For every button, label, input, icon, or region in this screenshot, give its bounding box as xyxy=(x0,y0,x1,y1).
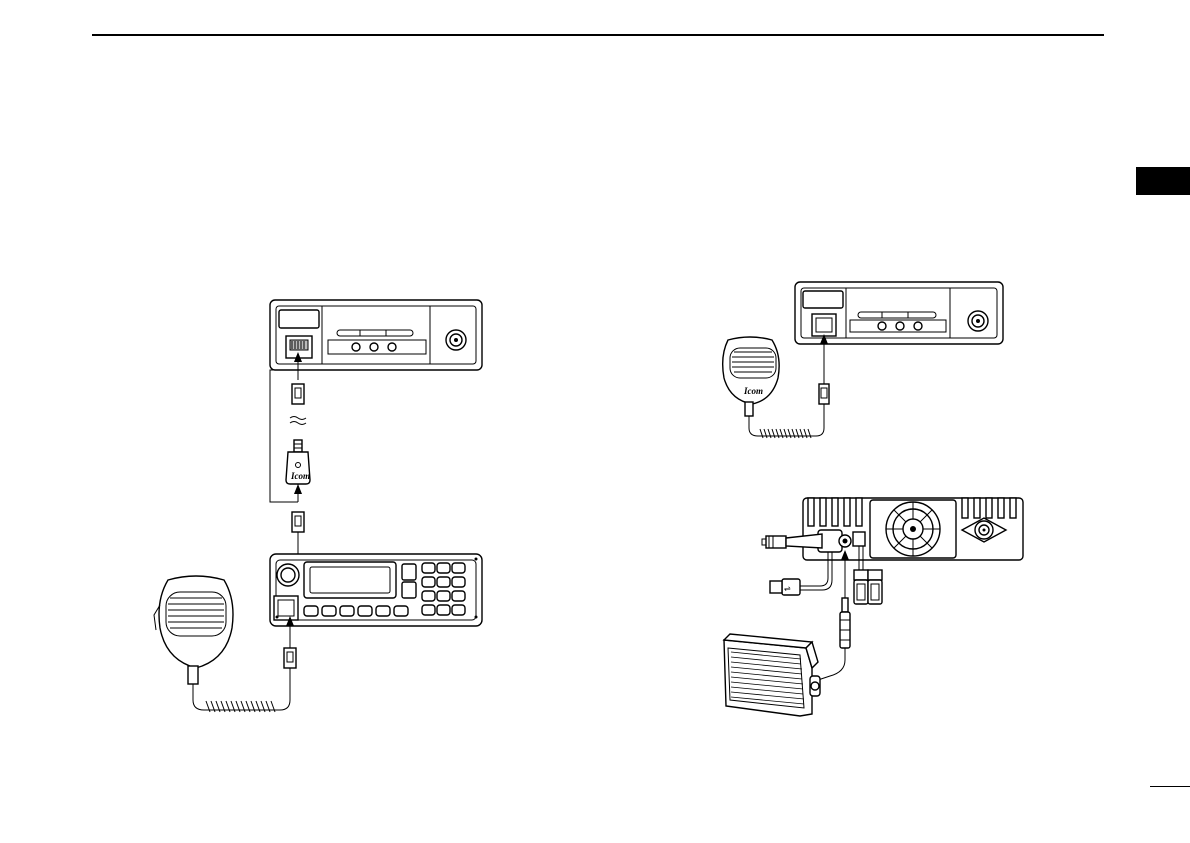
usb-icon: ⇌ xyxy=(784,584,791,593)
remote-controller xyxy=(270,554,482,626)
mic-logo-right: Icom xyxy=(743,386,763,396)
lan-cable xyxy=(762,534,822,548)
speaker-plug-cable xyxy=(818,550,850,680)
main-unit-front-right xyxy=(795,282,1003,344)
microphone-right: Icom xyxy=(723,334,829,438)
external-speaker xyxy=(724,634,820,716)
connector-logo: Icom xyxy=(290,471,310,481)
separation-cable: Icom xyxy=(270,352,310,554)
main-unit-rear xyxy=(803,498,1023,560)
main-unit-front-left xyxy=(270,300,482,370)
